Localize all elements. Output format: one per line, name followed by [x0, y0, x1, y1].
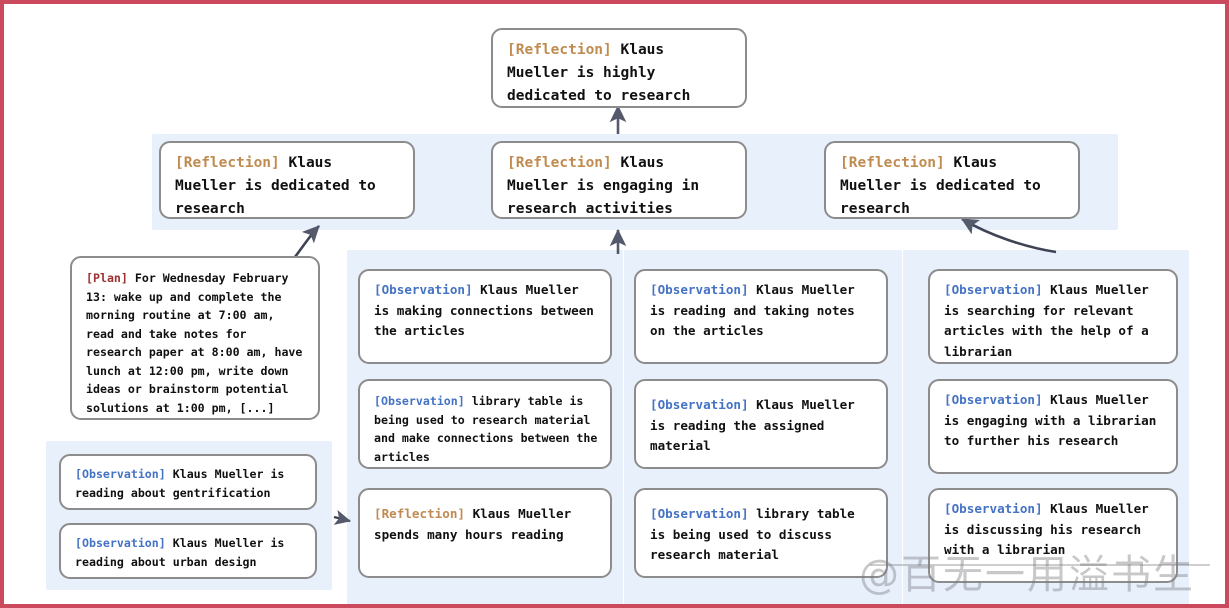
node-tag-plan: [Plan] — [86, 271, 128, 285]
node-tag-reflection: [Reflection] — [507, 155, 612, 171]
node-mid-right-reflection[interactable]: [Reflection] Klaus Mueller is dedicated … — [824, 141, 1080, 219]
node-text: Klaus Mueller is discussing his research… — [944, 501, 1157, 557]
node-text: library table is being used to research … — [374, 394, 605, 464]
node-tag-observation: [Observation] — [75, 467, 166, 481]
node-obs-urban-design[interactable]: [Observation] Klaus Mueller is reading a… — [59, 523, 317, 579]
node-text: For Wednesday February 13: wake up and c… — [86, 271, 310, 415]
node-col1-observation-connections[interactable]: [Observation] Klaus Mueller is making co… — [358, 269, 612, 364]
node-col1-reflection-hours-reading[interactable]: [Reflection] Klaus Mueller spends many h… — [358, 488, 612, 578]
node-text: Klaus Mueller is dedicated to research — [840, 155, 1050, 217]
node-tag-observation: [Observation] — [944, 282, 1043, 297]
node-tag-reflection: [Reflection] — [175, 155, 280, 171]
node-text: Klaus Mueller is making connections betw… — [374, 282, 602, 338]
node-tag-reflection: [Reflection] — [374, 506, 465, 521]
node-root-reflection[interactable]: [Reflection] Klaus Mueller is highly ded… — [491, 28, 747, 108]
node-text: Klaus Mueller spends many hours reading — [374, 506, 579, 542]
diagram-canvas: [Reflection] Klaus Mueller is highly ded… — [4, 4, 1225, 604]
node-tag-observation: [Observation] — [944, 392, 1043, 407]
node-tag-observation: [Observation] — [650, 506, 749, 521]
node-tag-observation: [Observation] — [75, 536, 166, 550]
node-text: Klaus Mueller is engaging with a librari… — [944, 392, 1164, 448]
node-col3-observation-engaging-librarian[interactable]: [Observation] Klaus Mueller is engaging … — [928, 379, 1178, 474]
node-text: Klaus Mueller is highly dedicated to res… — [507, 42, 691, 104]
node-tag-observation: [Observation] — [650, 397, 749, 412]
node-obs-gentrification[interactable]: [Observation] Klaus Mueller is reading a… — [59, 454, 317, 510]
node-col2-observation-assigned-material[interactable]: [Observation] Klaus Mueller is reading t… — [634, 379, 888, 469]
node-plan[interactable]: [Plan] For Wednesday February 13: wake u… — [70, 256, 320, 420]
node-text: library table is being used to discuss r… — [650, 506, 863, 562]
node-text: Klaus Mueller is reading and taking note… — [650, 282, 863, 338]
node-col1-observation-library-table[interactable]: [Observation] library table is being use… — [358, 379, 612, 469]
node-text: Klaus Mueller is reading about gentrific… — [75, 467, 292, 500]
node-mid-center-reflection[interactable]: [Reflection] Klaus Mueller is engaging i… — [491, 141, 747, 219]
node-col2-observation-discuss-material[interactable]: [Observation] library table is being use… — [634, 488, 888, 578]
node-col3-observation-searching-articles[interactable]: [Observation] Klaus Mueller is searching… — [928, 269, 1178, 364]
node-mid-left-reflection[interactable]: [Reflection] Klaus Mueller is dedicated … — [159, 141, 415, 219]
node-text: Klaus Mueller is reading about urban des… — [75, 536, 292, 569]
node-text: Klaus Mueller is engaging in research ac… — [507, 155, 708, 217]
node-tag-reflection: [Reflection] — [507, 42, 612, 58]
node-tag-reflection: [Reflection] — [840, 155, 945, 171]
node-tag-observation: [Observation] — [374, 282, 473, 297]
node-tag-observation: [Observation] — [944, 501, 1043, 516]
node-col3-observation-discussing-research[interactable]: [Observation] Klaus Mueller is discussin… — [928, 488, 1178, 583]
node-text: Klaus Mueller is dedicated to research — [175, 155, 385, 217]
node-tag-observation: [Observation] — [650, 282, 749, 297]
node-tag-observation: [Observation] — [374, 394, 465, 408]
node-col2-observation-reading-notes[interactable]: [Observation] Klaus Mueller is reading a… — [634, 269, 888, 364]
node-text: Klaus Mueller is reading the assigned ma… — [650, 397, 863, 453]
node-text: Klaus Mueller is searching for relevant … — [944, 282, 1157, 359]
